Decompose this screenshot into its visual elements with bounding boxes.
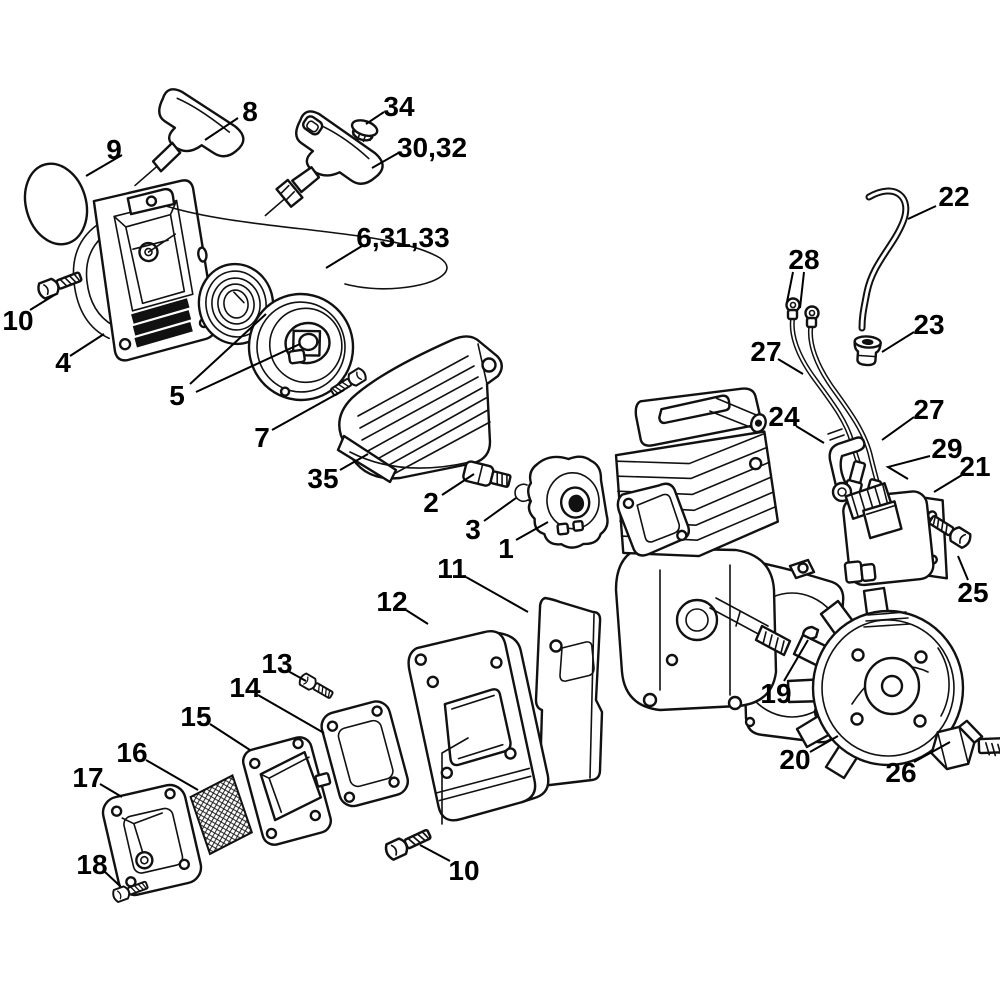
muffler [407,630,550,822]
fuel-line [858,187,910,332]
part-label-19: 19 [760,678,791,709]
grommet [853,335,882,367]
contact-bracket [827,428,866,503]
part-label-2: 2 [423,487,439,518]
part-label-20: 20 [779,744,810,775]
fan-shroud [336,335,503,484]
heat-shield [534,596,604,787]
part-label-29: 29 [931,433,962,464]
collar-nut [930,719,1000,771]
starter-handle-elastostart [264,110,384,217]
part-label-10-bottom: 10 [448,855,479,886]
elastostart-cap [350,119,379,143]
part-label-35: 35 [307,463,338,494]
part-label-3: 3 [465,514,481,545]
part-label-34: 34 [383,91,415,122]
exhaust-flange-gasket [616,482,691,557]
part-label-25: 25 [957,577,988,608]
part-label-10-top: 10 [2,305,33,336]
part-label-16: 16 [116,737,147,768]
part-label-8: 8 [242,96,258,127]
ignition-coil [842,482,949,587]
rope-rotor [247,292,355,402]
part-label-1: 1 [498,533,514,564]
crankshaft [709,597,792,657]
part-label-21: 21 [959,451,990,482]
starter-handle [134,88,245,187]
flywheel [786,586,965,780]
part-label-15: 15 [180,701,211,732]
starter-housing [72,179,217,362]
muffler-screw-axis [441,737,469,825]
part-label-26: 26 [885,757,916,788]
part-label-22: 22 [938,181,969,212]
mount-adapter [527,455,609,549]
arrestor-cover [101,783,203,897]
starter-rope [165,205,448,290]
part-label-23: 23 [913,309,944,340]
part-label-5: 5 [169,380,185,411]
crankcase [614,546,778,712]
part-labels: 8 34 30,32 9 6,31,33 10 4 5 7 35 2 3 1 1… [2,91,990,886]
part-label-9: 9 [106,134,122,165]
arrestor-screw-top [296,671,336,702]
part-label-17: 17 [72,762,103,793]
part-label-30-32: 30,32 [397,132,467,163]
arrestor-gasket [320,700,409,808]
part-label-4: 4 [55,347,71,378]
part-label-28: 28 [788,244,819,275]
spacer-fitting [462,460,512,488]
part-label-27-right: 27 [913,394,944,425]
arrestor-screen [189,774,254,856]
part-label-11: 11 [437,553,467,584]
part-label-7: 7 [254,422,270,453]
part-label-13: 13 [261,648,292,679]
part-label-24: 24 [768,401,800,432]
part-label-12: 12 [376,586,407,617]
part-label-14: 14 [229,672,261,703]
part-label-18: 18 [76,849,107,880]
arrestor-spacer [242,736,332,846]
part-label-27-left: 27 [750,336,781,367]
starter-o-ring [23,162,89,246]
leader-lines [29,111,969,887]
muffler-screw [382,824,434,863]
part-label-6-31-33: 6,31,33 [356,222,449,253]
